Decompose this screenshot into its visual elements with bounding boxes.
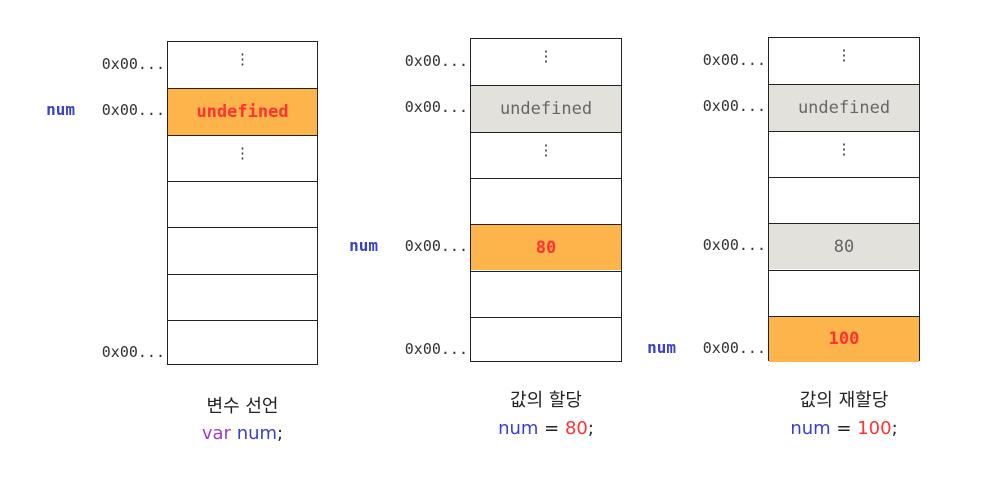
memory-cell bbox=[471, 270, 621, 317]
memory-address: 0x00... bbox=[404, 237, 468, 256]
memory-cell bbox=[471, 316, 621, 363]
memory-stack-2: ⋮undefined⋮80 bbox=[470, 38, 622, 363]
memory-cell-ellipsis: ⋮ bbox=[538, 47, 554, 65]
memory-cell bbox=[168, 273, 317, 320]
memory-address: 0x00... bbox=[404, 340, 468, 359]
memory-cell-current-value: undefined bbox=[168, 88, 317, 135]
memory-cell bbox=[168, 319, 317, 366]
memory-cell-ellipsis: ⋮ bbox=[471, 131, 621, 178]
memory-address: 0x00... bbox=[702, 51, 766, 70]
memory-address: 0x00... bbox=[404, 98, 468, 117]
memory-cell-current-value: 100 bbox=[769, 315, 919, 363]
memory-address: 0x00... bbox=[702, 339, 766, 358]
memory-address: 0x00... bbox=[404, 52, 468, 71]
memory-cell-old-value: 80 bbox=[769, 223, 919, 270]
memory-stack-1: ⋮undefined⋮ bbox=[167, 41, 318, 366]
memory-cell-ellipsis: ⋮ bbox=[836, 46, 852, 64]
code-end: ; bbox=[277, 423, 284, 444]
variable-label-num: num bbox=[349, 236, 378, 256]
memory-cell bbox=[769, 176, 919, 223]
code-value: 100 bbox=[857, 418, 892, 439]
code-statement: var num; bbox=[167, 423, 318, 444]
memory-address: 0x00... bbox=[101, 55, 165, 74]
code-name: num bbox=[790, 418, 831, 439]
variable-label-num: num bbox=[647, 338, 676, 358]
memory-cell-old-value: undefined bbox=[769, 84, 919, 131]
code-end: ; bbox=[891, 418, 898, 439]
code-statement: num = 80; bbox=[470, 418, 622, 439]
memory-cell bbox=[769, 269, 919, 316]
code-value: 80 bbox=[564, 418, 588, 439]
memory-cell-ellipsis: ⋮ bbox=[235, 50, 250, 68]
code-end: ; bbox=[587, 418, 594, 439]
memory-cell bbox=[471, 177, 621, 224]
code-assign: = bbox=[538, 418, 565, 439]
memory-address: 0x00... bbox=[702, 236, 766, 255]
code-name: num bbox=[498, 418, 539, 439]
memory-cell-ellipsis: ⋮ bbox=[168, 134, 317, 181]
code-name: num bbox=[236, 423, 278, 444]
code-assign: = bbox=[830, 418, 858, 439]
variable-label-num: num bbox=[46, 100, 75, 120]
step-caption: 값의 할당 bbox=[510, 390, 582, 411]
memory-cell-current-value: 80 bbox=[471, 224, 621, 271]
step-caption: 변수 선언 bbox=[206, 396, 279, 417]
memory-cell-old-value: undefined bbox=[471, 85, 621, 132]
code-statement: num = 100; bbox=[768, 418, 920, 439]
code-keyword: var bbox=[201, 423, 237, 444]
memory-cell bbox=[168, 227, 317, 273]
memory-address: 0x00... bbox=[101, 343, 165, 362]
memory-address: 0x00... bbox=[101, 101, 165, 120]
memory-cell-ellipsis: ⋮ bbox=[769, 130, 919, 177]
memory-address: 0x00... bbox=[702, 97, 766, 116]
step-caption: 값의 재할당 bbox=[799, 390, 889, 411]
memory-cell bbox=[168, 180, 317, 227]
